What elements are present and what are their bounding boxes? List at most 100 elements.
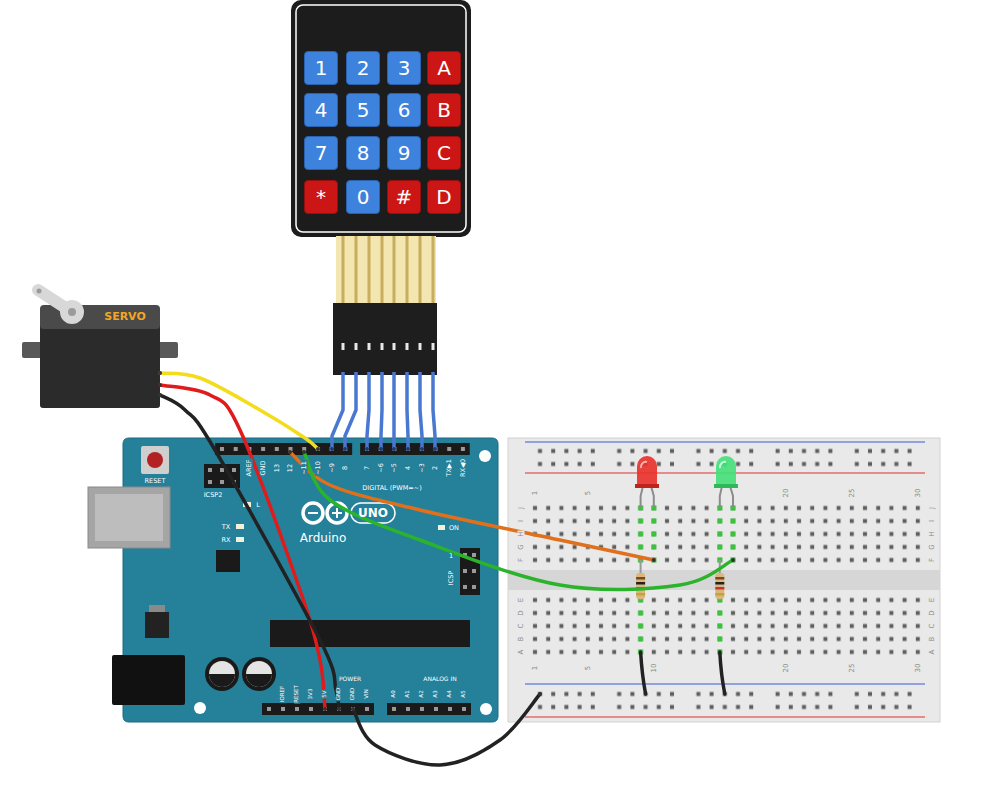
- board-label: 8: [342, 465, 349, 471]
- jumper-wire: [288, 450, 656, 562]
- breadboard-label: E: [518, 597, 525, 603]
- keypad-key: D: [427, 180, 461, 214]
- arduino-board: ArduinoUNORESETICSP2AREFGND1312~11~10~98…: [123, 438, 498, 722]
- servo-motor: SERVO: [40, 300, 160, 408]
- keypad-key: 9: [387, 136, 421, 170]
- wire-end: [158, 393, 162, 397]
- wire-end: [652, 558, 656, 562]
- breadboard-label: F: [518, 557, 525, 563]
- board-label: ON: [448, 525, 460, 532]
- board-label: A5: [461, 689, 467, 698]
- key-label: D: [436, 187, 451, 207]
- wire-end: [323, 707, 327, 711]
- board-label: Arduino: [300, 532, 346, 544]
- keypad-key: #: [387, 180, 421, 214]
- breadboard-label: 5: [584, 490, 591, 496]
- breadboard-label: A: [929, 649, 936, 656]
- breadboard-label: D: [518, 609, 525, 616]
- jumper-wire: [351, 692, 542, 765]
- board-label: TX▶1: [446, 458, 453, 478]
- keypad-body: [291, 0, 471, 375]
- servo-body: [22, 289, 178, 409]
- keypad-key: 6: [387, 93, 421, 127]
- keypad-key: 5: [346, 93, 380, 127]
- breadboard-label: 30: [914, 663, 921, 674]
- board-label: A4: [447, 689, 453, 698]
- breadboard-label: E: [929, 597, 936, 603]
- keypad-key: 4: [304, 93, 338, 127]
- key-label: 3: [398, 58, 411, 78]
- breadboard-label: H: [929, 530, 936, 537]
- jumper-wire: [302, 450, 735, 589]
- key-label: 4: [315, 100, 328, 120]
- breadboard: 15202530JIHGFEDCBAJIHGFEDCBA1510202530: [508, 438, 940, 722]
- board-label: ANALOG IN: [422, 676, 457, 682]
- breadboard-label: J: [929, 506, 936, 510]
- board-label: 2: [432, 465, 439, 471]
- board-label: ICSP: [448, 570, 455, 587]
- breadboard-label: B: [518, 636, 525, 643]
- keypad-key: 1: [304, 51, 338, 85]
- board-label: GND: [260, 460, 267, 477]
- board-label: ~9: [329, 462, 336, 474]
- breadboard-label: I: [929, 519, 936, 523]
- keypad-key: B: [427, 93, 461, 127]
- led-resistor-parts: [635, 456, 738, 694]
- board-label: IOREF: [280, 685, 286, 703]
- breadboard-label: G: [929, 543, 936, 550]
- board-label: ~6: [378, 462, 385, 474]
- keypad-key: *: [304, 180, 338, 214]
- board-label: AREF: [246, 459, 253, 478]
- breadboard-label: C: [518, 623, 525, 630]
- wire-path: [160, 385, 325, 709]
- board-label: ~10: [315, 460, 322, 476]
- breadboard-label: J: [518, 506, 525, 510]
- wire-end: [316, 447, 320, 451]
- wire-end: [538, 692, 542, 696]
- board-label: 3V3: [308, 688, 314, 701]
- key-label: *: [316, 187, 326, 207]
- breadboard-illustration: [508, 438, 940, 722]
- key-label: 5: [357, 100, 370, 120]
- breadboard-label: 30: [914, 488, 921, 499]
- breadboard-label: A: [518, 649, 525, 656]
- board-label: 7: [364, 465, 371, 471]
- breadboard-label: 20: [782, 663, 789, 674]
- wire-path: [304, 452, 733, 589]
- keypad-key: 2: [346, 51, 380, 85]
- key-label: 8: [357, 143, 370, 163]
- board-label: L: [255, 502, 261, 509]
- key-label: #: [396, 187, 413, 207]
- jumper-wire: [158, 383, 327, 711]
- key-label: 2: [357, 58, 370, 78]
- board-label: 5V: [322, 689, 328, 698]
- wire-end: [158, 371, 162, 375]
- board-label: TX: [221, 524, 231, 531]
- wire-end: [288, 450, 292, 454]
- board-label: VIN: [364, 688, 370, 700]
- board-label: 13: [274, 463, 281, 473]
- wire-path: [290, 452, 654, 560]
- breadboard-label: 10: [650, 663, 657, 674]
- board-label: GND: [336, 687, 342, 702]
- key-label: 6: [398, 100, 411, 120]
- breadboard-label: D: [929, 609, 936, 616]
- breadboard-label: 25: [848, 663, 855, 674]
- key-label: 9: [398, 143, 411, 163]
- board-label: 4: [405, 465, 412, 471]
- board-label: A2: [419, 689, 425, 698]
- board-label: A0: [391, 689, 397, 698]
- breadboard-label: 5: [584, 665, 591, 671]
- keypad-key: 7: [304, 136, 338, 170]
- breadboard-label: B: [929, 636, 936, 643]
- wire-path: [160, 395, 339, 709]
- board-label: ~5: [391, 462, 398, 474]
- board-label: POWER: [338, 676, 362, 682]
- board-label: RESET: [144, 478, 167, 485]
- jumper-wire: [158, 371, 320, 451]
- breadboard-label: 25: [848, 488, 855, 499]
- breadboard-label: 20: [782, 488, 789, 499]
